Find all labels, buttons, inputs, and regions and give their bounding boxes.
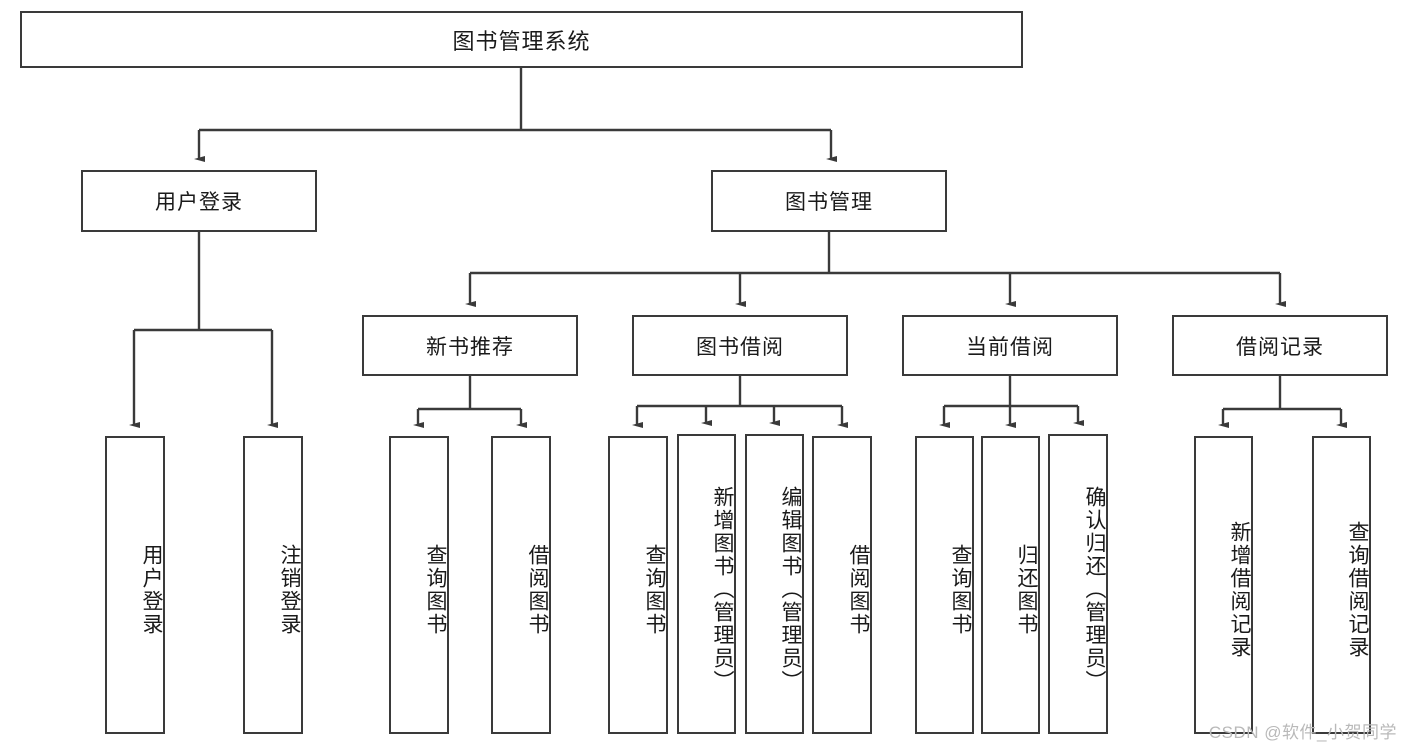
- leaf-query-book-current[interactable]: 查询图书: [915, 436, 974, 734]
- leaf-edit-book-admin[interactable]: 编辑图书（管理员）: [745, 434, 804, 734]
- leaf-borrow-book-recommend[interactable]: 借阅图书: [491, 436, 551, 734]
- node-book-borrowing[interactable]: 图书借阅: [632, 315, 848, 376]
- leaf-borrow-book[interactable]: 借阅图书: [812, 436, 872, 734]
- csdn-watermark: CSDN @软件_小贺同学: [1208, 723, 1397, 742]
- node-book-management[interactable]: 图书管理: [711, 170, 947, 232]
- leaf-logout[interactable]: 注销登录: [243, 436, 303, 734]
- node-user-login[interactable]: 用户登录: [81, 170, 317, 232]
- leaf-query-borrow-record[interactable]: 查询借阅记录: [1312, 436, 1371, 734]
- node-new-book-recommendation[interactable]: 新书推荐: [362, 315, 578, 376]
- leaf-confirm-return-admin[interactable]: 确认归还（管理员）: [1048, 434, 1108, 734]
- leaf-return-book[interactable]: 归还图书: [981, 436, 1040, 734]
- node-current-borrowing[interactable]: 当前借阅: [902, 315, 1118, 376]
- leaf-query-book-recommend[interactable]: 查询图书: [389, 436, 449, 734]
- leaf-query-book-borrow[interactable]: 查询图书: [608, 436, 668, 734]
- leaf-add-book-admin[interactable]: 新增图书（管理员）: [677, 434, 736, 734]
- node-book-management-system[interactable]: 图书管理系统: [20, 11, 1023, 68]
- node-borrowing-records[interactable]: 借阅记录: [1172, 315, 1388, 376]
- leaf-user-login[interactable]: 用户登录: [105, 436, 165, 734]
- leaf-add-borrow-record[interactable]: 新增借阅记录: [1194, 436, 1253, 734]
